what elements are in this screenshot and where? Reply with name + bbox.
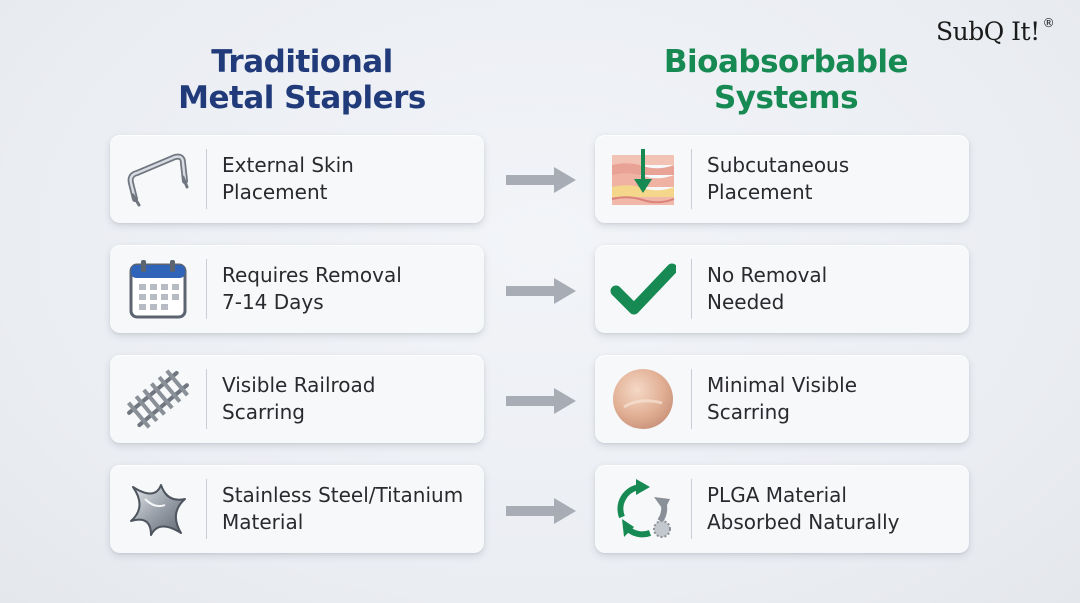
card-label: Stainless Steel/Titanium Material: [222, 482, 476, 536]
card-label-line1: Stainless Steel/Titanium: [222, 483, 464, 507]
card-divider: [691, 149, 692, 209]
metal-material-icon: [124, 477, 192, 541]
right-title-line2: Systems: [713, 80, 859, 116]
card-subcutaneous-placement: Subcutaneous Placement: [595, 135, 969, 223]
card-label: Requires Removal 7-14 Days: [222, 262, 476, 316]
card-label-line1: External Skin: [222, 153, 354, 177]
card-label: PLGA Material Absorbed Naturally: [707, 482, 961, 536]
card-label-line1: No Removal: [707, 263, 828, 287]
card-label-line1: PLGA Material: [707, 483, 847, 507]
card-label: Visible Railroad Scarring: [222, 372, 476, 426]
skin-layers-icon: [609, 147, 677, 211]
card-divider: [206, 479, 207, 539]
arrow-right-icon: [506, 388, 576, 414]
recycle-icon: [609, 477, 677, 541]
card-external-skin-placement: External Skin Placement: [110, 135, 484, 223]
card-label-line2: Scarring: [222, 400, 305, 424]
card-label-line2: Absorbed Naturally: [707, 510, 900, 534]
right-title-line1: Bioabsorbable: [663, 44, 909, 80]
card-label-line2: Placement: [707, 180, 813, 204]
railroad-icon: [124, 367, 192, 431]
brand-logo: SubQ It!®: [936, 16, 1055, 46]
left-title-line1: Traditional: [211, 44, 393, 80]
card-stainless-steel-material: Stainless Steel/Titanium Material: [110, 465, 484, 553]
smooth-skin-icon: [609, 367, 677, 431]
card-label-line1: Subcutaneous: [707, 153, 850, 177]
staple-icon: [124, 147, 192, 211]
card-minimal-visible-scarring: Minimal Visible Scarring: [595, 355, 969, 443]
checkmark-icon: [609, 257, 677, 321]
card-label-line1: Minimal Visible: [707, 373, 858, 397]
card-label: Minimal Visible Scarring: [707, 372, 961, 426]
card-no-removal-needed: No Removal Needed: [595, 245, 969, 333]
card-label: External Skin Placement: [222, 152, 476, 206]
card-visible-railroad-scarring: Visible Railroad Scarring: [110, 355, 484, 443]
card-label-line2: Placement: [222, 180, 328, 204]
brand-name: SubQ It!: [936, 17, 1040, 46]
card-label-line1: Visible Railroad: [222, 373, 376, 397]
card-divider: [691, 479, 692, 539]
card-divider: [206, 149, 207, 209]
left-title-line2: Metal Staplers: [178, 80, 426, 116]
card-label: No Removal Needed: [707, 262, 961, 316]
card-divider: [206, 369, 207, 429]
right-column-title: Bioabsorbable Systems: [596, 44, 976, 116]
arrow-right-icon: [506, 498, 576, 524]
arrow-right-icon: [506, 167, 576, 193]
arrow-right-icon: [506, 278, 576, 304]
card-label: Subcutaneous Placement: [707, 152, 961, 206]
card-requires-removal: Requires Removal 7-14 Days: [110, 245, 484, 333]
card-label-line2: Scarring: [707, 400, 790, 424]
left-column-title: Traditional Metal Staplers: [112, 44, 492, 116]
card-label-line2: Needed: [707, 290, 785, 314]
registered-mark: ®: [1042, 16, 1055, 30]
calendar-icon: [124, 257, 192, 321]
card-label-line2: 7-14 Days: [222, 290, 324, 314]
card-plga-material: PLGA Material Absorbed Naturally: [595, 465, 969, 553]
card-divider: [691, 259, 692, 319]
card-label-line2: Material: [222, 510, 304, 534]
card-label-line1: Requires Removal: [222, 263, 402, 287]
card-divider: [691, 369, 692, 429]
card-divider: [206, 259, 207, 319]
